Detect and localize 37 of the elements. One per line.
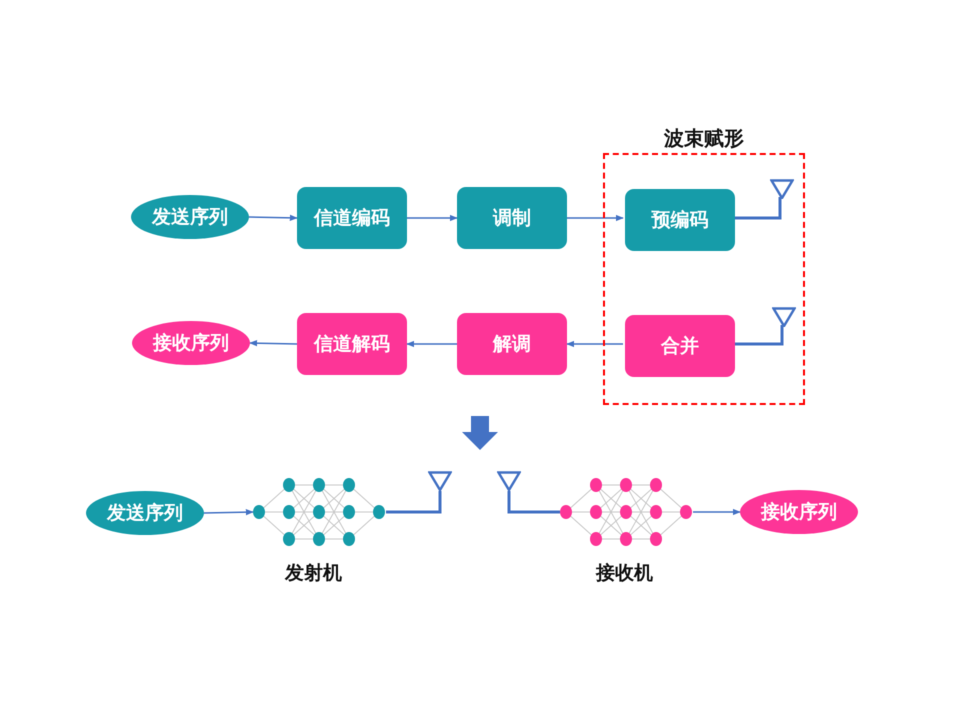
- process-box: [625, 315, 735, 377]
- node-label: 接收序列: [153, 331, 229, 356]
- process-box: [625, 189, 735, 251]
- node-label: 合并: [661, 334, 699, 359]
- arrow: [566, 340, 623, 348]
- neural-network-drawing: [560, 477, 693, 547]
- antenna-icon: [428, 471, 452, 491]
- node-label: 接收序列: [761, 500, 837, 525]
- antenna-feed-line: [733, 325, 784, 346]
- node-label: 接收机: [596, 561, 653, 586]
- arrow: [248, 214, 298, 222]
- node-label: 预编码: [652, 208, 708, 233]
- node-label: 调制: [493, 206, 531, 231]
- arrow: [249, 340, 298, 346]
- antenna-icon: [772, 307, 796, 327]
- antenna-feed-line: [386, 491, 442, 514]
- antenna-icon: [497, 471, 521, 491]
- node-label: 发送序列: [107, 501, 183, 526]
- arrow: [693, 508, 741, 516]
- arrow: [407, 214, 458, 222]
- process-box: [297, 187, 407, 249]
- node-label: 发送序列: [152, 205, 228, 230]
- group-heading: 波束赋形: [662, 125, 745, 152]
- process-box: [297, 313, 407, 375]
- process-box: [457, 313, 567, 375]
- process-box: [457, 187, 567, 249]
- node-label: 信道解码: [314, 332, 390, 357]
- arrow: [406, 340, 457, 348]
- antenna-feed-line: [733, 197, 782, 220]
- neural-network-drawing: [253, 477, 386, 547]
- node-label: 发射机: [285, 561, 342, 586]
- arrow: [567, 214, 624, 222]
- node-label: 解调: [493, 332, 531, 357]
- node-label: 信道编码: [314, 206, 390, 231]
- antenna-feed-line: [508, 491, 560, 514]
- antenna-icon: [770, 179, 794, 199]
- arrow: [204, 508, 254, 516]
